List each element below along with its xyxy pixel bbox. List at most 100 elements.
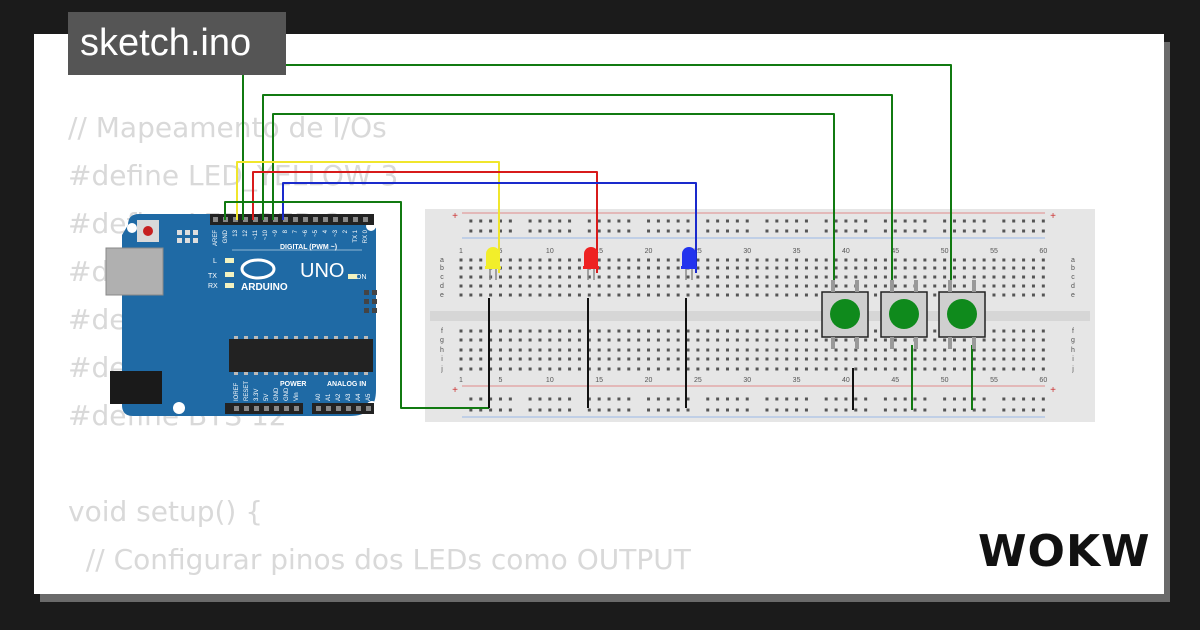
terminal-hole <box>785 348 789 352</box>
chip-pin <box>364 336 368 339</box>
terminal-hole <box>795 338 799 342</box>
rail-hole <box>903 397 907 401</box>
rail-hole <box>607 408 611 412</box>
terminal-hole <box>607 266 611 270</box>
terminal-hole <box>627 293 631 297</box>
rail-hole <box>508 397 512 401</box>
terminal-hole <box>725 293 729 297</box>
terminal-hole <box>587 367 591 371</box>
terminal-hole <box>804 367 808 371</box>
rail-hole <box>864 397 868 401</box>
wokwi-logo-text: WOKWi <box>978 526 1150 574</box>
terminal-hole <box>706 367 710 371</box>
terminal-hole <box>834 275 838 279</box>
terminal-hole <box>903 367 907 371</box>
terminal-hole <box>1031 275 1035 279</box>
terminal-hole <box>528 266 532 270</box>
rail-hole <box>587 397 591 401</box>
terminal-hole <box>637 329 641 333</box>
column-number: 45 <box>891 248 899 255</box>
terminal-hole <box>617 284 621 288</box>
terminal-hole <box>814 367 818 371</box>
pin-label: GND <box>223 229 229 243</box>
terminal-hole <box>953 338 956 342</box>
rail-hole <box>982 408 986 412</box>
column-number: 50 <box>941 248 949 255</box>
rail-hole <box>962 229 966 233</box>
terminal-hole <box>558 329 562 333</box>
terminal-hole <box>982 357 986 361</box>
terminal-hole <box>1012 293 1016 297</box>
terminal-hole <box>765 258 769 262</box>
pin-label: ~6 <box>303 229 309 237</box>
rail-hole <box>647 229 651 233</box>
rail-hole <box>844 219 848 223</box>
terminal-hole <box>735 266 739 270</box>
terminal-hole <box>489 338 493 342</box>
chip-pin <box>314 336 318 339</box>
terminal-hole <box>597 338 601 342</box>
terminal-hole <box>1031 338 1035 342</box>
row-letter: h <box>440 347 444 354</box>
pin-label: 8 <box>283 229 289 233</box>
terminal-hole <box>459 258 463 262</box>
terminal-hole <box>1041 275 1045 279</box>
terminal-hole <box>854 266 858 270</box>
row-letter: e <box>440 292 444 299</box>
header-pin <box>274 406 279 411</box>
row-letter: a <box>1071 257 1075 264</box>
rail-hole <box>834 229 838 233</box>
terminal-hole <box>1012 258 1016 262</box>
terminal-hole <box>716 284 720 288</box>
terminal-hole <box>893 258 897 262</box>
rail-hole <box>528 408 532 412</box>
terminal-hole <box>834 284 838 288</box>
terminal-hole <box>548 357 552 361</box>
rail-hole <box>528 397 532 401</box>
terminal-hole <box>864 266 868 270</box>
rail-hole <box>943 408 947 412</box>
pin-label: 2 <box>343 229 349 233</box>
rail-hole <box>706 408 710 412</box>
pin-label: RESET <box>244 381 250 401</box>
chip-pin <box>304 336 308 339</box>
terminal-hole <box>479 275 483 279</box>
file-tab[interactable]: sketch.ino <box>68 12 286 75</box>
terminal-hole <box>844 266 848 270</box>
terminal-hole <box>597 293 601 297</box>
terminal-hole <box>627 275 631 279</box>
terminal-hole <box>854 357 858 361</box>
pin-label: 3.3V <box>254 389 260 401</box>
row-letter: g <box>1071 337 1075 344</box>
terminal-hole <box>627 357 631 361</box>
rail-hole <box>528 219 532 223</box>
rail-hole <box>627 229 631 233</box>
pin-label: ~5 <box>313 229 319 237</box>
terminal-hole <box>923 348 927 352</box>
terminal-hole <box>558 284 562 288</box>
terminal-hole <box>548 329 552 333</box>
terminal-hole <box>656 338 660 342</box>
button-cap <box>830 299 860 329</box>
wire-green <box>224 201 489 409</box>
terminal-hole <box>459 266 463 270</box>
rail-hole <box>844 229 848 233</box>
rail-hole <box>953 219 956 223</box>
terminal-hole <box>913 367 917 371</box>
terminal-hole <box>617 275 621 279</box>
rail-hole <box>972 397 976 401</box>
rail-hole <box>775 397 779 401</box>
terminal-hole <box>498 367 502 371</box>
column-number: 1 <box>459 248 463 255</box>
terminal-hole <box>864 338 868 342</box>
terminal-hole <box>587 357 591 361</box>
terminal-hole <box>1022 293 1026 297</box>
terminal-hole <box>637 258 641 262</box>
rail-hole <box>676 219 680 223</box>
rail-hole <box>943 397 947 401</box>
rail-hole <box>725 397 729 401</box>
terminal-hole <box>824 367 828 371</box>
rail-hole <box>1002 219 1006 223</box>
terminal-hole <box>874 266 878 270</box>
rail-hole <box>953 397 956 401</box>
